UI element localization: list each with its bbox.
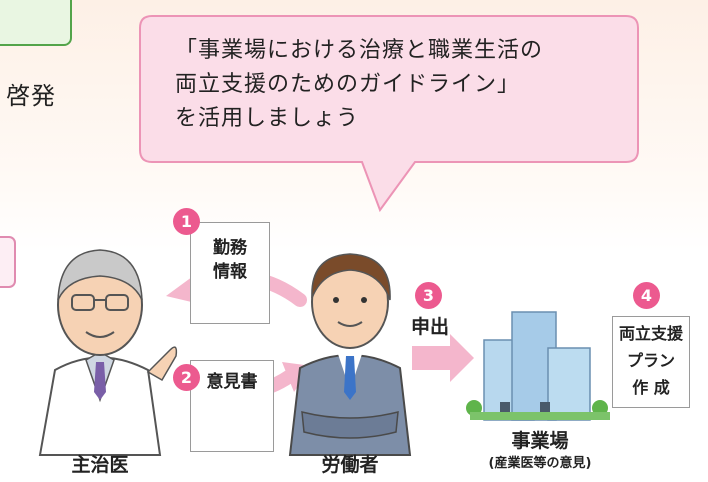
workplace-label: 事業場 — [511, 430, 569, 452]
work-info-document — [190, 222, 270, 324]
step-3-badge: 3 — [415, 282, 442, 309]
opinion-document — [190, 360, 274, 452]
arrow-request-shaft — [412, 346, 450, 370]
work-info-line-1: 勤務 — [213, 238, 247, 258]
step-1-badge: 1 — [173, 208, 200, 235]
doctor-label: 主治医 — [71, 454, 129, 476]
workplace-building — [466, 311, 610, 421]
worker-figure — [288, 253, 412, 456]
partial-green-box — [0, 0, 72, 46]
plan-line-1: 両立支援 — [618, 324, 683, 343]
partial-pink-box — [0, 236, 16, 288]
callout-text: 「事業場における治療と職業生活の 両立支援のためのガイドライン」 を活用しましょ… — [175, 34, 645, 136]
callout-line-1: 「事業場における治療と職業生活の — [175, 38, 544, 63]
plan-line-2: プラン — [626, 351, 675, 370]
step-4-badge: 4 — [633, 282, 660, 309]
opinion-label: 意見書 — [206, 372, 258, 392]
workplace-note: (産業医等の意見) — [488, 456, 592, 471]
plan-line-3: 作 成 — [632, 378, 670, 397]
arrow-request-head — [450, 334, 474, 382]
callout-line-2: 両立支援のためのガイドライン」 — [175, 72, 521, 97]
request-label: 申出 — [410, 316, 449, 338]
work-info-label: 勤務 情報 — [190, 236, 270, 284]
partial-left-text: 啓発 — [6, 82, 56, 110]
step-2-badge: 2 — [173, 364, 200, 391]
plan-label: 両立支援 プラン 作 成 — [612, 320, 690, 401]
work-info-line-2: 情報 — [213, 262, 247, 282]
plan-document — [612, 316, 690, 408]
doctor-figure — [38, 249, 178, 456]
callout-line-3: を活用しましょう — [175, 106, 360, 131]
worker-label: 労働者 — [321, 454, 379, 476]
